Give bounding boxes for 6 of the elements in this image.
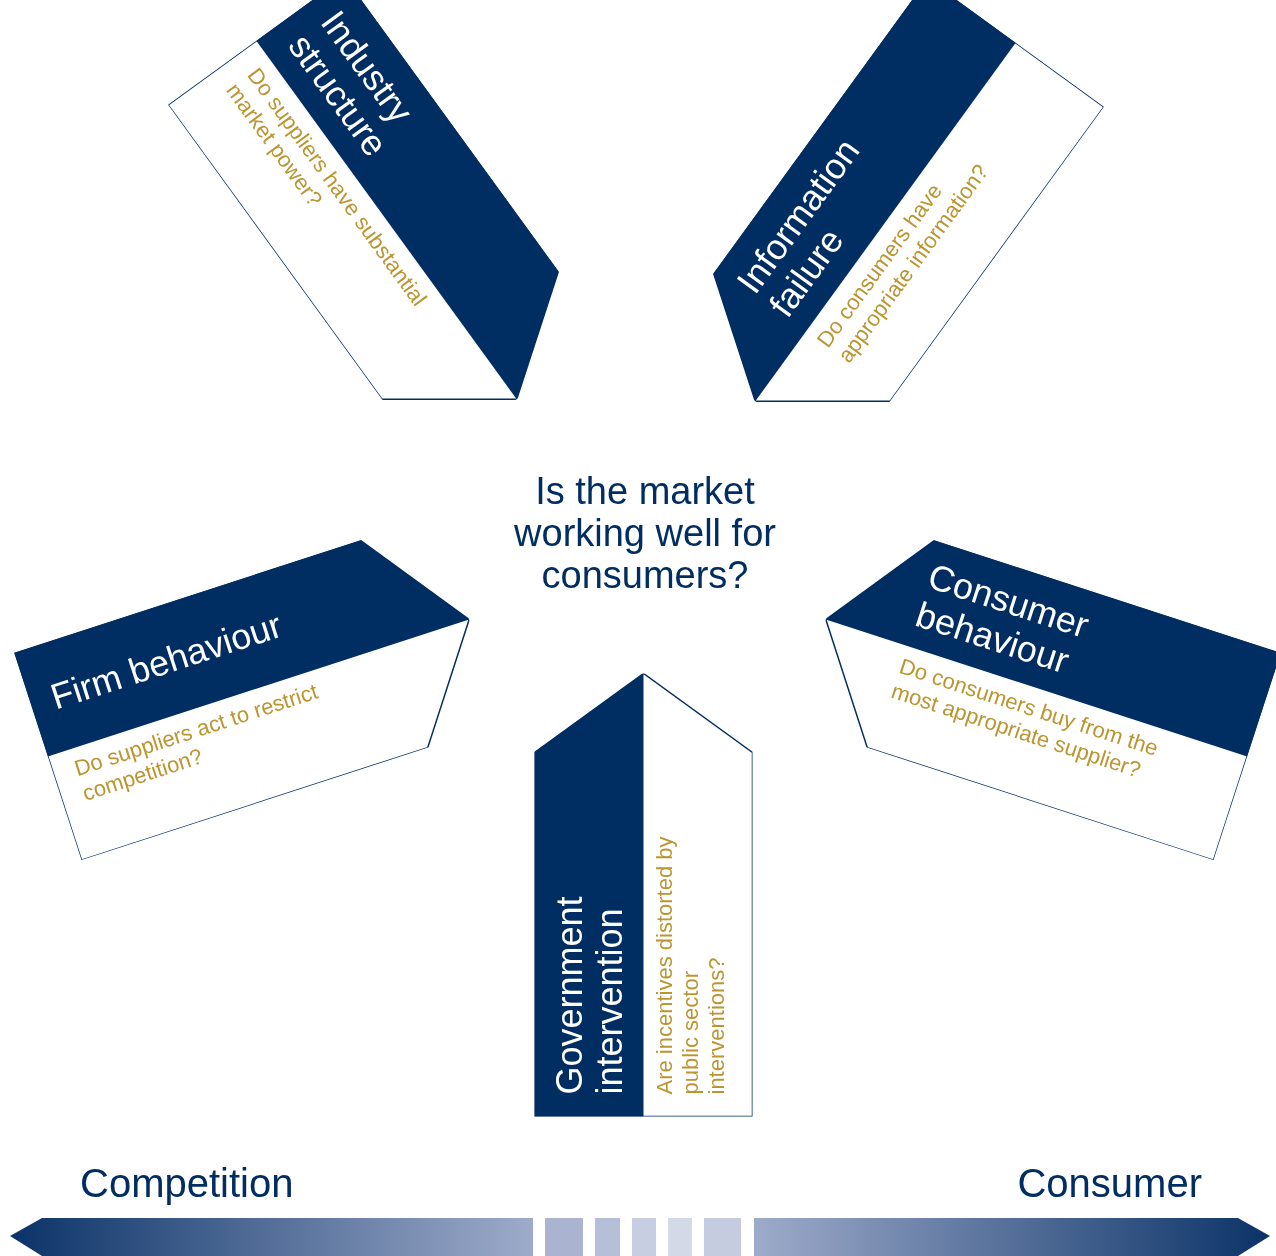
- panel-question: Are incentives distorted by public sector interventions?: [651, 835, 729, 1095]
- chevron-panel: [534, 673, 752, 1117]
- axis-label: Consumer: [1017, 1160, 1202, 1206]
- axis-label: Competition: [80, 1160, 294, 1206]
- panel-heading: Government intervention: [548, 895, 629, 1095]
- central-question: Is the market working well for consumers?: [513, 470, 777, 596]
